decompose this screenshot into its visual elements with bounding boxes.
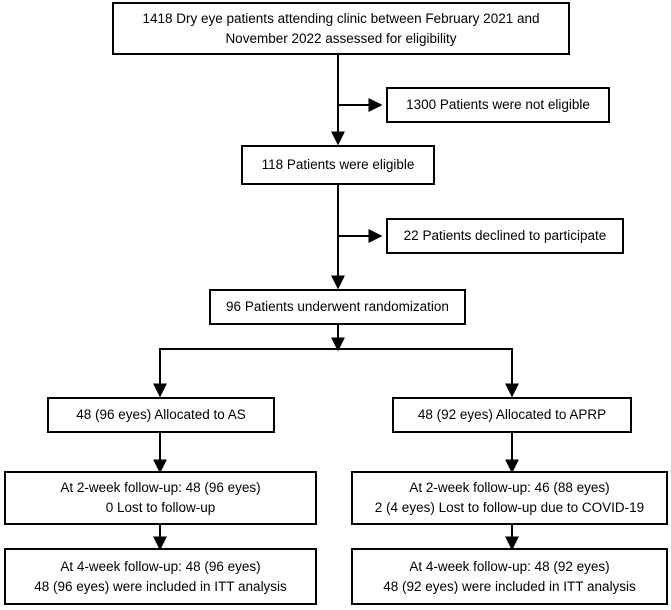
randomization-box: 96 Patients underwent randomization (209, 289, 466, 325)
assessed-for-eligibility-box: 1418 Dry eye patients attending clinic b… (112, 2, 570, 55)
as-four-week-line-1: At 4-week follow-up: 48 (96 eyes) (60, 558, 261, 574)
assessed-for-eligibility-line-2: November 2022 assessed for eligibility (225, 30, 457, 46)
aprp-two-week-line-1: At 2-week follow-up: 46 (88 eyes) (409, 480, 610, 496)
allocated-as-line-1: 48 (96 eyes) Allocated to AS (76, 407, 246, 423)
aprp-two-week-line-2: 2 (4 eyes) Lost to follow-up due to COVI… (374, 500, 645, 515)
not-eligible-box: 1300 Patients were not eligible (386, 87, 610, 123)
eligible-box: 118 Patients were eligible (241, 145, 435, 185)
aprp-four-week-followup-box: At 4-week follow-up: 48 (92 eyes) 48 (92… (351, 548, 668, 605)
allocated-as-box: 48 (96 eyes) Allocated to AS (47, 397, 275, 433)
not-eligible-line-1: 1300 Patients were not eligible (406, 97, 590, 113)
as-four-week-followup-box: At 4-week follow-up: 48 (96 eyes) 48 (96… (4, 548, 317, 605)
declined-box: 22 Patients declined to participate (386, 218, 624, 254)
as-four-week-line-2: 48 (96 eyes) were included in ITT analys… (34, 578, 287, 594)
eligible-line-1: 118 Patients were eligible (261, 157, 415, 173)
as-two-week-line-2: 0 Lost to follow-up (105, 500, 216, 515)
aprp-two-week-followup-box: At 2-week follow-up: 46 (88 eyes) 2 (4 e… (351, 471, 668, 525)
allocated-aprp-line-1: 48 (92 eyes) Allocated to APRP (417, 407, 607, 423)
allocated-aprp-box: 48 (92 eyes) Allocated to APRP (392, 397, 632, 433)
aprp-four-week-line-1: At 4-week follow-up: 48 (92 eyes) (409, 558, 610, 574)
randomization-line-1: 96 Patients underwent randomization (226, 299, 449, 315)
as-two-week-followup-box: At 2-week follow-up: 48 (96 eyes) 0 Lost… (4, 471, 317, 525)
aprp-four-week-line-2: 48 (92 eyes) were included in ITT analys… (383, 578, 636, 594)
as-two-week-line-1: At 2-week follow-up: 48 (96 eyes) (60, 480, 261, 496)
assessed-for-eligibility-line-1: 1418 Dry eye patients attending clinic b… (142, 10, 540, 26)
declined-line-1: 22 Patients declined to participate (403, 228, 607, 244)
